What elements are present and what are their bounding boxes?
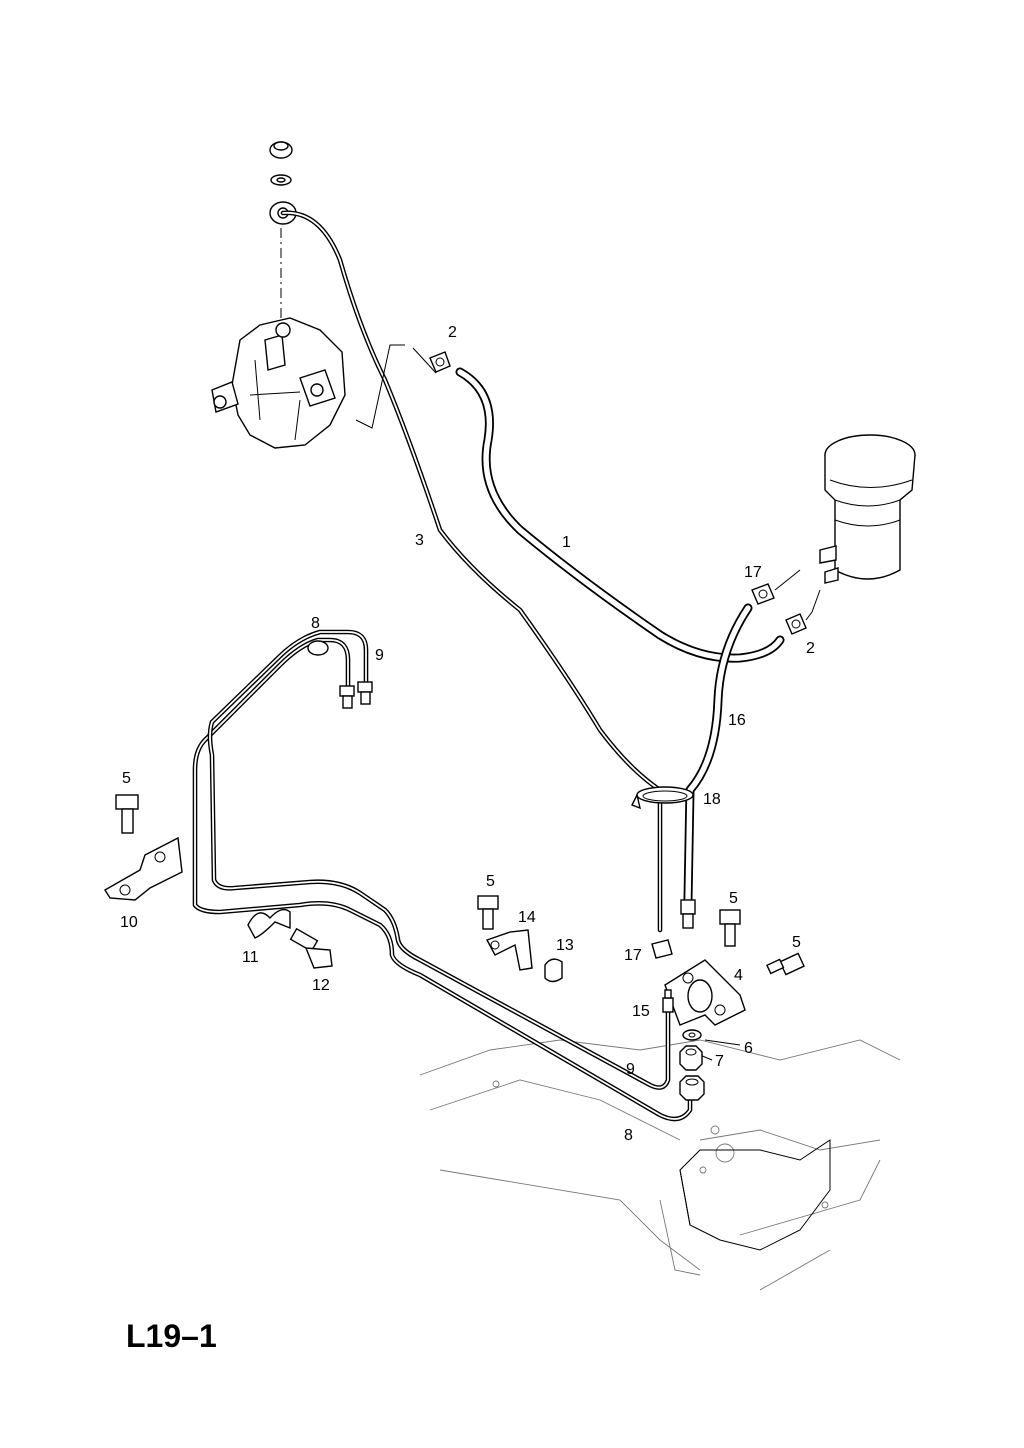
- hose-clip-2-upper: [429, 351, 451, 373]
- callout-5-right-lower: 5: [792, 934, 801, 951]
- callout-4: 4: [734, 967, 743, 984]
- pipe-end-fittings-upper: [307, 640, 373, 709]
- callout-18: 18: [703, 791, 721, 808]
- banjo-fitting-and-washers: [269, 141, 297, 320]
- hose-clip-2-right: [785, 613, 807, 635]
- callout-8-upper: 8: [311, 615, 320, 632]
- callout-9-upper: 9: [375, 647, 384, 664]
- steering-pump: [211, 317, 346, 449]
- callout-13: 13: [556, 937, 574, 954]
- callout-5-center: 5: [486, 873, 495, 890]
- callout-2-upper: 2: [448, 324, 457, 341]
- callout-5-right-upper: 5: [729, 890, 738, 907]
- diagram-id-label: L19–1: [126, 1318, 217, 1354]
- bracket-10: [104, 836, 183, 901]
- callout-8-lower: 8: [624, 1127, 633, 1144]
- cooler-pipe-9: [207, 629, 671, 1090]
- callout-7: 7: [715, 1053, 724, 1070]
- clip-13: [544, 958, 563, 983]
- vehicle-underbody-outline: [419, 1039, 901, 1291]
- bracket-14: [485, 929, 533, 971]
- bracket-4: [664, 959, 746, 1026]
- callout-17-upper: 17: [744, 564, 762, 581]
- fitting-15: [662, 989, 674, 1013]
- hose-clip-17-upper: [751, 583, 775, 605]
- hose-16: [680, 603, 753, 929]
- leader-lines: [355, 344, 821, 1061]
- callout-11: 11: [242, 949, 259, 966]
- clamp-11: [247, 908, 291, 939]
- callout-3: 3: [415, 532, 424, 549]
- callout-1: 1: [562, 534, 571, 551]
- callout-5-left: 5: [122, 770, 131, 787]
- bolt-5-left: [115, 794, 139, 834]
- nut-lower: [679, 1075, 705, 1101]
- bolt-5-right-lower: [766, 952, 805, 976]
- callout-16: 16: [728, 712, 746, 729]
- bolt-12: [289, 927, 333, 969]
- callout-12: 12: [312, 977, 330, 994]
- clamp-18: [631, 786, 694, 810]
- callout-2-right: 2: [806, 640, 815, 657]
- bolt-5-center: [477, 895, 499, 930]
- hose-1: [455, 367, 785, 663]
- nut-7: [679, 1045, 703, 1071]
- callout-17-lower: 17: [624, 947, 642, 964]
- callout-9-lower: 9: [626, 1061, 635, 1078]
- callout-10: 10: [120, 914, 138, 931]
- callout-6: 6: [744, 1040, 753, 1057]
- washer-6: [682, 1029, 702, 1041]
- pipe-3: [280, 210, 663, 933]
- callout-14: 14: [518, 909, 536, 926]
- callout-15: 15: [632, 1003, 650, 1020]
- hose-clip-17-lower: [651, 939, 673, 959]
- callout-labels: 1 2 2 3 4 5 5 5 5 6 7 8 8 9 9 10 11 12 1…: [120, 324, 815, 1144]
- bolt-5-right-upper: [719, 909, 741, 947]
- fluid-reservoir: [819, 434, 916, 584]
